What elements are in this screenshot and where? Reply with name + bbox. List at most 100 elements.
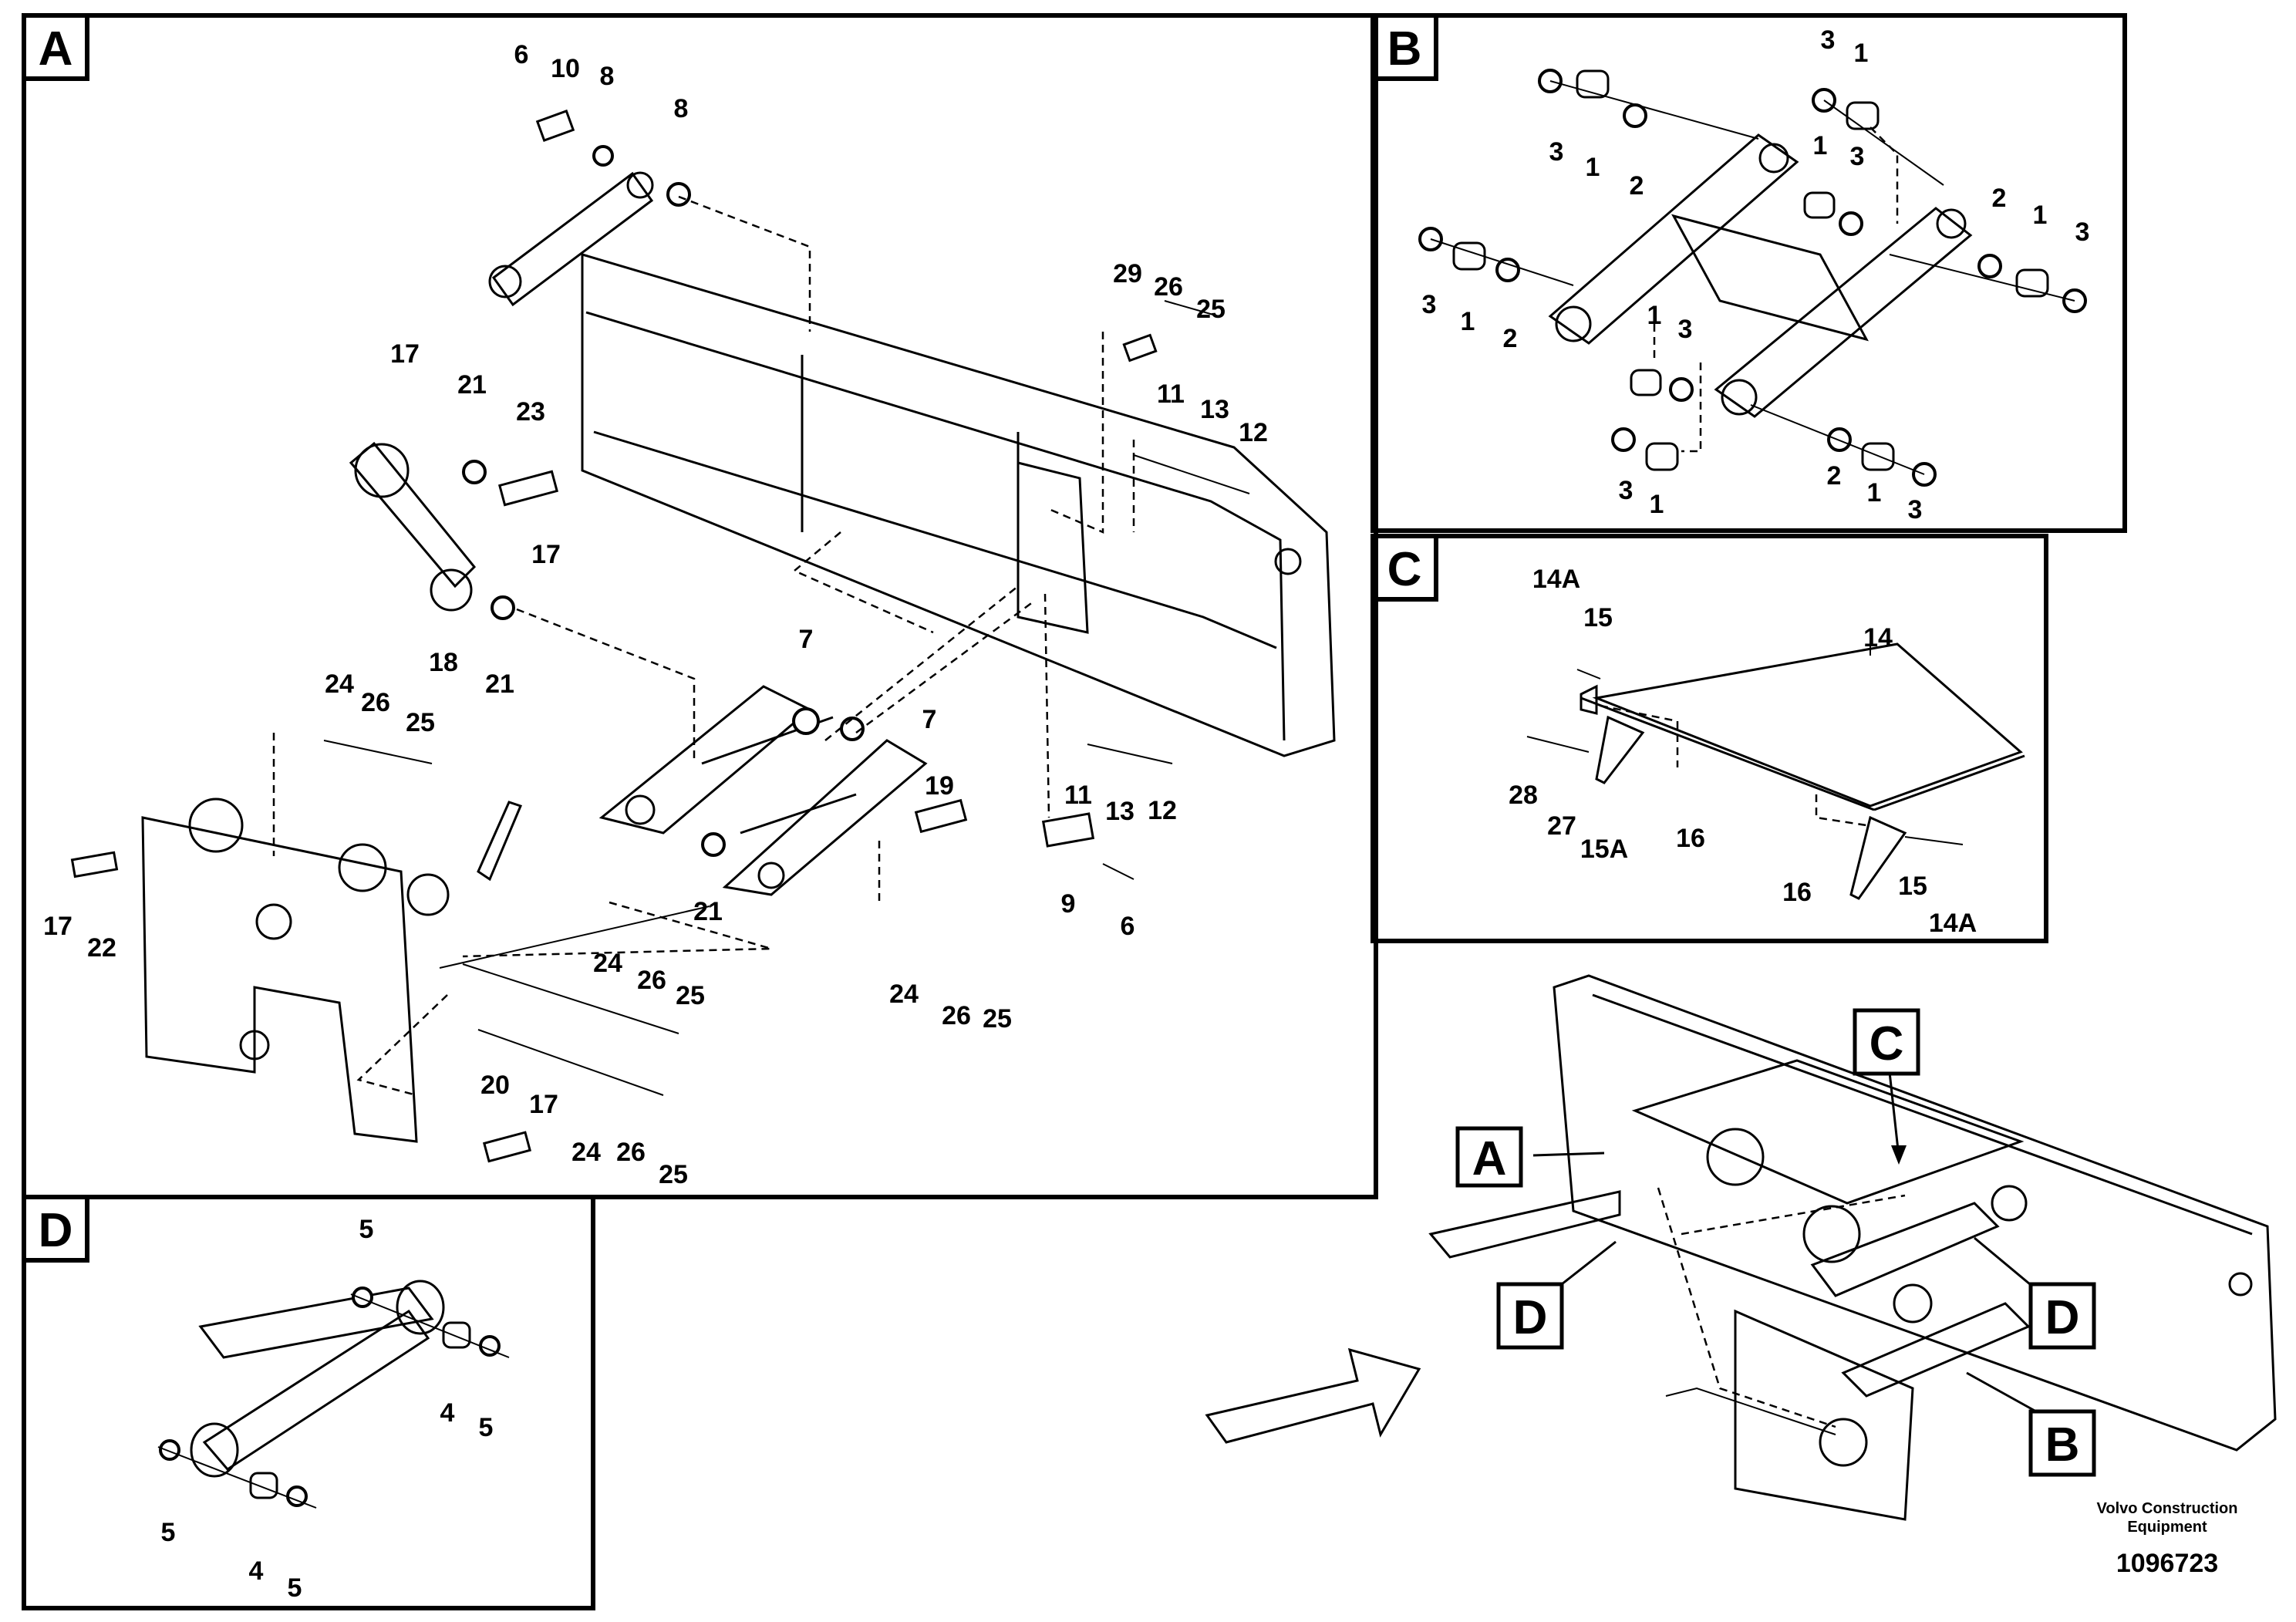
panel-c-frame	[1371, 534, 2048, 943]
overview-tag-d-left	[1496, 1282, 1564, 1350]
push-frame	[141, 798, 523, 1143]
callout: 18	[429, 648, 458, 677]
center-yoke	[598, 685, 928, 896]
callout: 1	[1854, 39, 1869, 68]
callout: 29	[1113, 259, 1142, 288]
link-rod	[190, 1280, 445, 1478]
callout: 5	[479, 1413, 494, 1442]
callout: 1	[1650, 490, 1664, 519]
panel-d-label-box	[22, 1195, 89, 1263]
panel-d-callouts: 5 4 5 5 4 5	[161, 1215, 494, 1603]
callout: 3	[1678, 315, 1693, 344]
brand-line-1: Volvo Construction	[2097, 1500, 2238, 1517]
overview-tag-b-label: B	[2045, 1418, 2080, 1472]
callout: 25	[676, 981, 705, 1010]
callout: 8	[600, 62, 615, 91]
callout: 25	[406, 708, 435, 737]
callout: 16	[1782, 878, 1812, 907]
panel-b-frame	[1371, 13, 2127, 533]
callout: 3	[1908, 495, 1923, 524]
bushings-and-rings	[1418, 69, 2087, 487]
callout: 5	[161, 1518, 176, 1547]
overview-tag-d-right-label: D	[2045, 1291, 2080, 1344]
callout: 3	[1549, 137, 1564, 167]
overview-tag-a	[1455, 1126, 1523, 1188]
callout: 14A	[1929, 909, 1977, 938]
panel-b-lines	[1430, 80, 2075, 475]
panel-a-label-box	[22, 13, 89, 81]
callout: 11	[1157, 379, 1185, 409]
panel-c: C 14A 15 14 28 27 15A 16 16 15 14A	[1371, 534, 2048, 943]
callout: 22	[87, 933, 116, 963]
callout: 14A	[1532, 565, 1580, 594]
callout: 1	[1647, 301, 1662, 330]
callout: 15A	[1580, 835, 1628, 864]
overview-blade	[1553, 974, 2277, 1452]
callout: 24	[889, 980, 919, 1009]
footer: Volvo Construction Equipment 1096723	[2097, 1500, 2238, 1578]
overview-tag-c	[1853, 1008, 1920, 1076]
overview-tag-c-label: C	[1870, 1017, 1904, 1071]
panel-a-frame	[22, 13, 1378, 1199]
callout: 19	[925, 771, 954, 801]
callout: 7	[922, 705, 937, 734]
callout: 24	[571, 1138, 601, 1167]
overview-illustration: C A D D B	[1205, 974, 2277, 1521]
callout: 6	[1121, 912, 1135, 941]
callout: 21	[485, 669, 514, 699]
panel-d-frame	[22, 1195, 595, 1610]
callout: 1	[1461, 307, 1475, 336]
callout: 2	[1503, 324, 1518, 353]
panel-d-label: D	[39, 1204, 73, 1257]
callout: 13	[1200, 395, 1229, 424]
callout: 12	[1148, 796, 1177, 825]
callout: 26	[361, 688, 390, 717]
callout: 17	[43, 912, 72, 941]
callout: 25	[659, 1160, 688, 1189]
panel-b: B	[1371, 13, 2127, 533]
callout: 3	[1850, 142, 1865, 171]
overview-cover	[1631, 1059, 2025, 1205]
callout: 10	[551, 54, 580, 83]
callout: 1	[1586, 153, 1600, 182]
callout: 26	[942, 1001, 971, 1030]
upper-link-arm	[488, 171, 654, 307]
panel-b-label-box	[1371, 13, 1438, 81]
assembly-lines	[272, 195, 1250, 1097]
callout: 1	[1867, 478, 1882, 508]
callout: 27	[1547, 811, 1576, 841]
panel-a-callouts: 6 10 8 8 29 26 25 17 21 23 11 13 12 17 1…	[43, 40, 1268, 1189]
overview-tag-b	[2028, 1409, 2096, 1477]
overview-tag-d-right	[2028, 1282, 2096, 1350]
callout: 3	[1821, 25, 1836, 55]
panel-d: D 5 4 5 5 4 5	[22, 1195, 595, 1610]
panel-a-label: A	[39, 22, 73, 76]
callout: 3	[1422, 290, 1437, 319]
panel-c-callouts: 14A 15 14 28 27 15A 16 16 15 14A	[1509, 565, 1977, 938]
panel-b-label: B	[1387, 22, 1422, 76]
callout: 5	[288, 1573, 302, 1603]
panel-c-label: C	[1387, 543, 1422, 596]
callout: 14	[1863, 623, 1893, 653]
callout: 7	[799, 625, 814, 654]
document-number: 1096723	[2116, 1549, 2218, 1578]
overview-tag-d-left-label: D	[1513, 1291, 1548, 1344]
callout: 12	[1239, 418, 1268, 447]
callout: 25	[1196, 295, 1226, 324]
panel-a: A	[22, 13, 1378, 1199]
panel-b-callouts: 3 1 3 1 2 1 3 2 1 3 3 1 2 1 3 3 1 2 1 3	[1422, 25, 2090, 524]
callout: 15	[1898, 872, 1927, 901]
callout: 17	[529, 1090, 558, 1119]
callout: 26	[1154, 272, 1183, 302]
callout: 8	[674, 94, 689, 123]
callout: 5	[359, 1215, 374, 1244]
callout: 26	[616, 1138, 646, 1167]
callout: 2	[1827, 461, 1842, 491]
callout: 23	[516, 397, 545, 427]
brand-line-2: Equipment	[2127, 1519, 2207, 1536]
panel-c-lines	[1526, 640, 1964, 845]
callout: 1	[2033, 201, 2048, 230]
callout: 20	[480, 1071, 510, 1100]
pins-and-washers	[70, 110, 1158, 1163]
callout: 26	[637, 966, 666, 995]
